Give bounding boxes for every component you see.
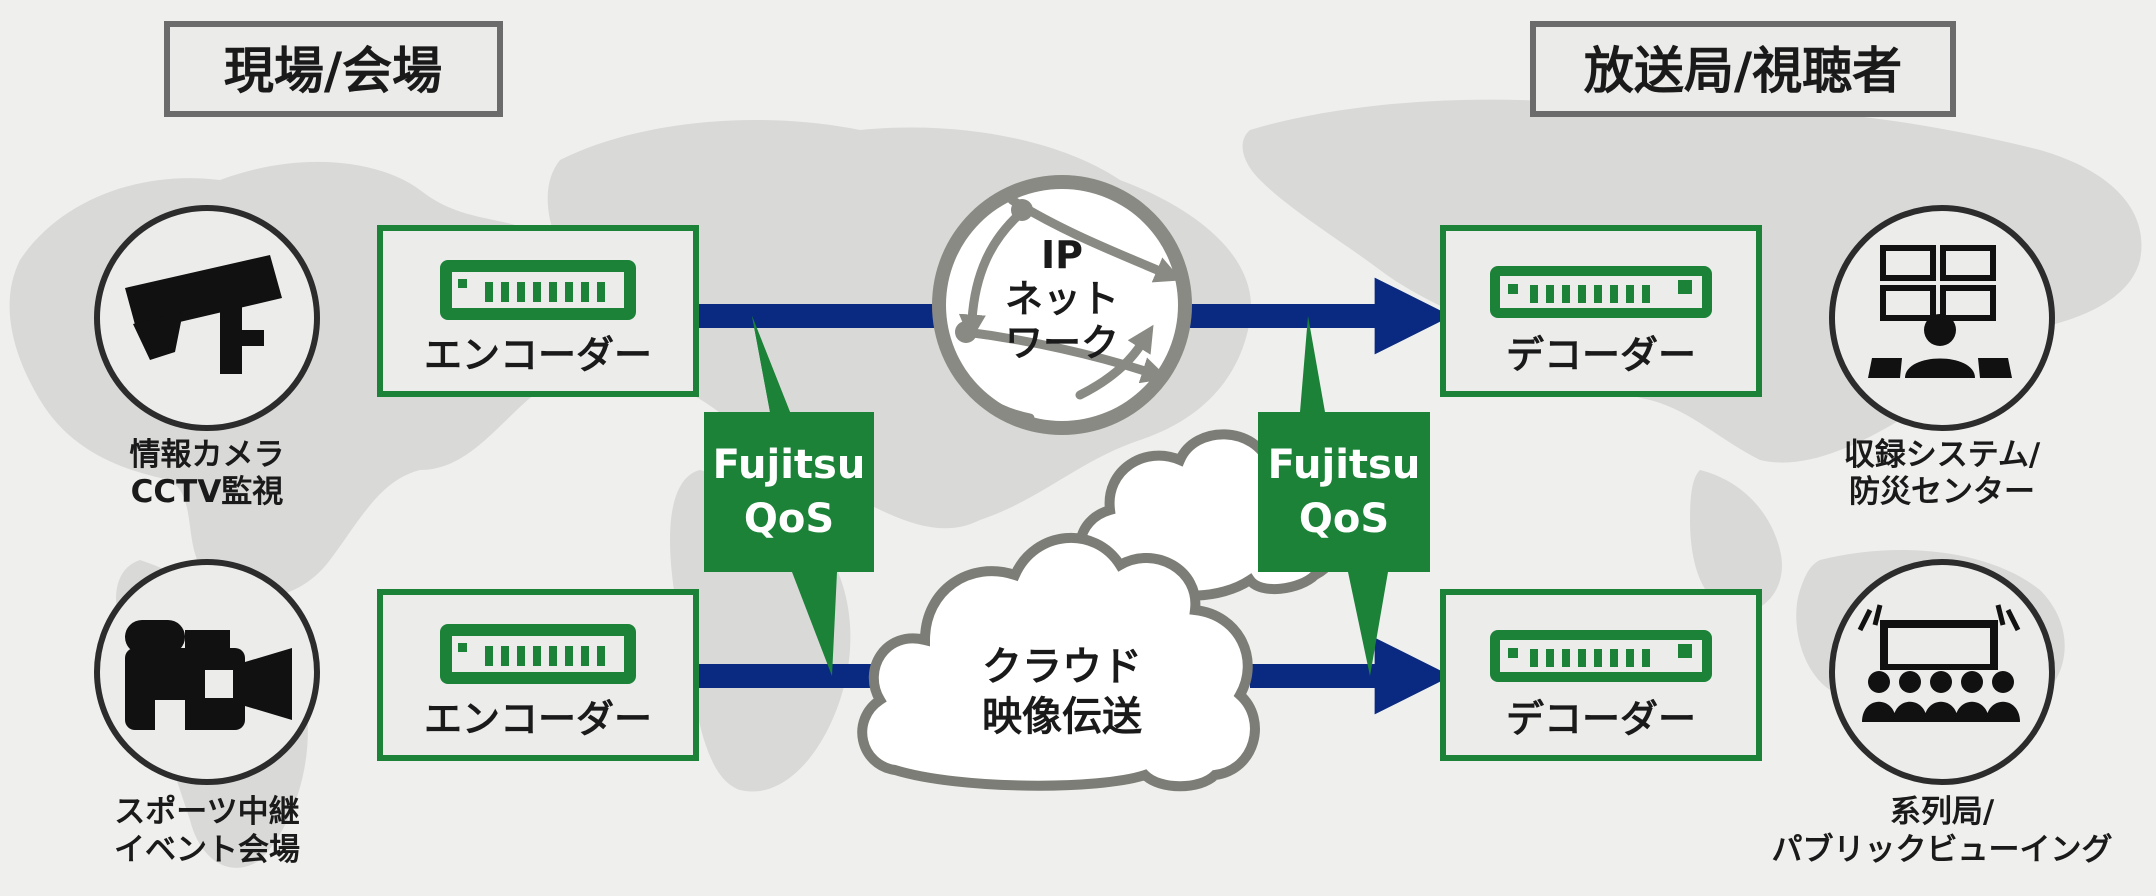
ip-network-node: IP ネット ワーク: [932, 175, 1192, 435]
source-label-line: CCTV監視: [131, 474, 284, 510]
encoder-label: エンコーダー: [424, 697, 652, 741]
cloud-label: 映像伝送: [982, 694, 1142, 740]
destination-label-line: 系列局/: [1890, 794, 1995, 830]
destination-label-line: パブリックビューイング: [1772, 832, 2113, 868]
source-label-line: スポーツ中継: [114, 794, 299, 830]
destination-theater: [1829, 559, 2055, 785]
decoder-label: デコーダー: [1506, 333, 1696, 377]
qos-label: QoS: [744, 496, 834, 542]
qos-callout-right: Fujitsu QoS: [1258, 316, 1430, 676]
encoder-box-2: エンコーダー: [377, 589, 699, 761]
header-broadcaster-viewer: 放送局/視聴者: [1530, 21, 1956, 117]
qos-label: Fujitsu: [1268, 442, 1421, 488]
network-node-dot: [1011, 199, 1033, 221]
destination-label-line: 防災センター: [1849, 474, 2035, 510]
header-site-venue: 現場/会場: [164, 21, 503, 117]
header-right-text: 放送局/視聴者: [1584, 42, 1902, 100]
destination-label-monitoring: 収録システム/ 防災センター: [1844, 437, 2041, 510]
flow-lines: [697, 277, 1452, 715]
video-camera-icon: [125, 620, 292, 730]
destination-label-theater: 系列局/ パブリックビューイング: [1772, 794, 2113, 868]
qos-label: QoS: [1299, 496, 1389, 542]
qos-callout-left: Fujitsu QoS: [704, 316, 874, 676]
source-label-line: イベント会場: [114, 832, 300, 868]
encoder-device-icon: [440, 624, 636, 684]
cloud-front-shape: [857, 532, 1260, 792]
decoder-label: デコーダー: [1506, 697, 1696, 741]
decoder-box-2: デコーダー: [1440, 589, 1762, 761]
network-node-dot: [955, 321, 977, 343]
cctv-camera-icon: [125, 255, 282, 374]
decoder-device-icon: [1490, 630, 1712, 682]
encoder-label: エンコーダー: [424, 333, 652, 377]
destination-monitoring: [1829, 205, 2055, 431]
monitor-wall-icon: [1868, 245, 2012, 378]
encoder-box-1: エンコーダー: [377, 225, 699, 397]
source-cctv: [94, 205, 320, 431]
source-label-cctv: 情報カメラ CCTV監視: [130, 437, 285, 510]
ip-network-label: ネット: [1005, 277, 1119, 321]
theater-audience-icon: [1857, 604, 2021, 722]
encoder-device-icon: [440, 260, 636, 320]
source-video-camera: [94, 559, 320, 785]
qos-label: Fujitsu: [713, 442, 866, 488]
decoder-device-icon: [1490, 266, 1712, 318]
source-label-sports: スポーツ中継 イベント会場: [114, 794, 300, 868]
destination-label-line: 収録システム/: [1844, 437, 2041, 473]
ip-network-label: ワーク: [1005, 321, 1119, 365]
cloud-label: クラウド: [982, 644, 1142, 690]
ip-network-label: IP: [1041, 233, 1083, 277]
cloud-transport-node: クラウド 映像伝送: [857, 429, 1344, 792]
decoder-box-1: デコーダー: [1440, 225, 1762, 397]
header-left-text: 現場/会場: [224, 42, 442, 100]
source-label-line: 情報カメラ: [130, 437, 285, 473]
